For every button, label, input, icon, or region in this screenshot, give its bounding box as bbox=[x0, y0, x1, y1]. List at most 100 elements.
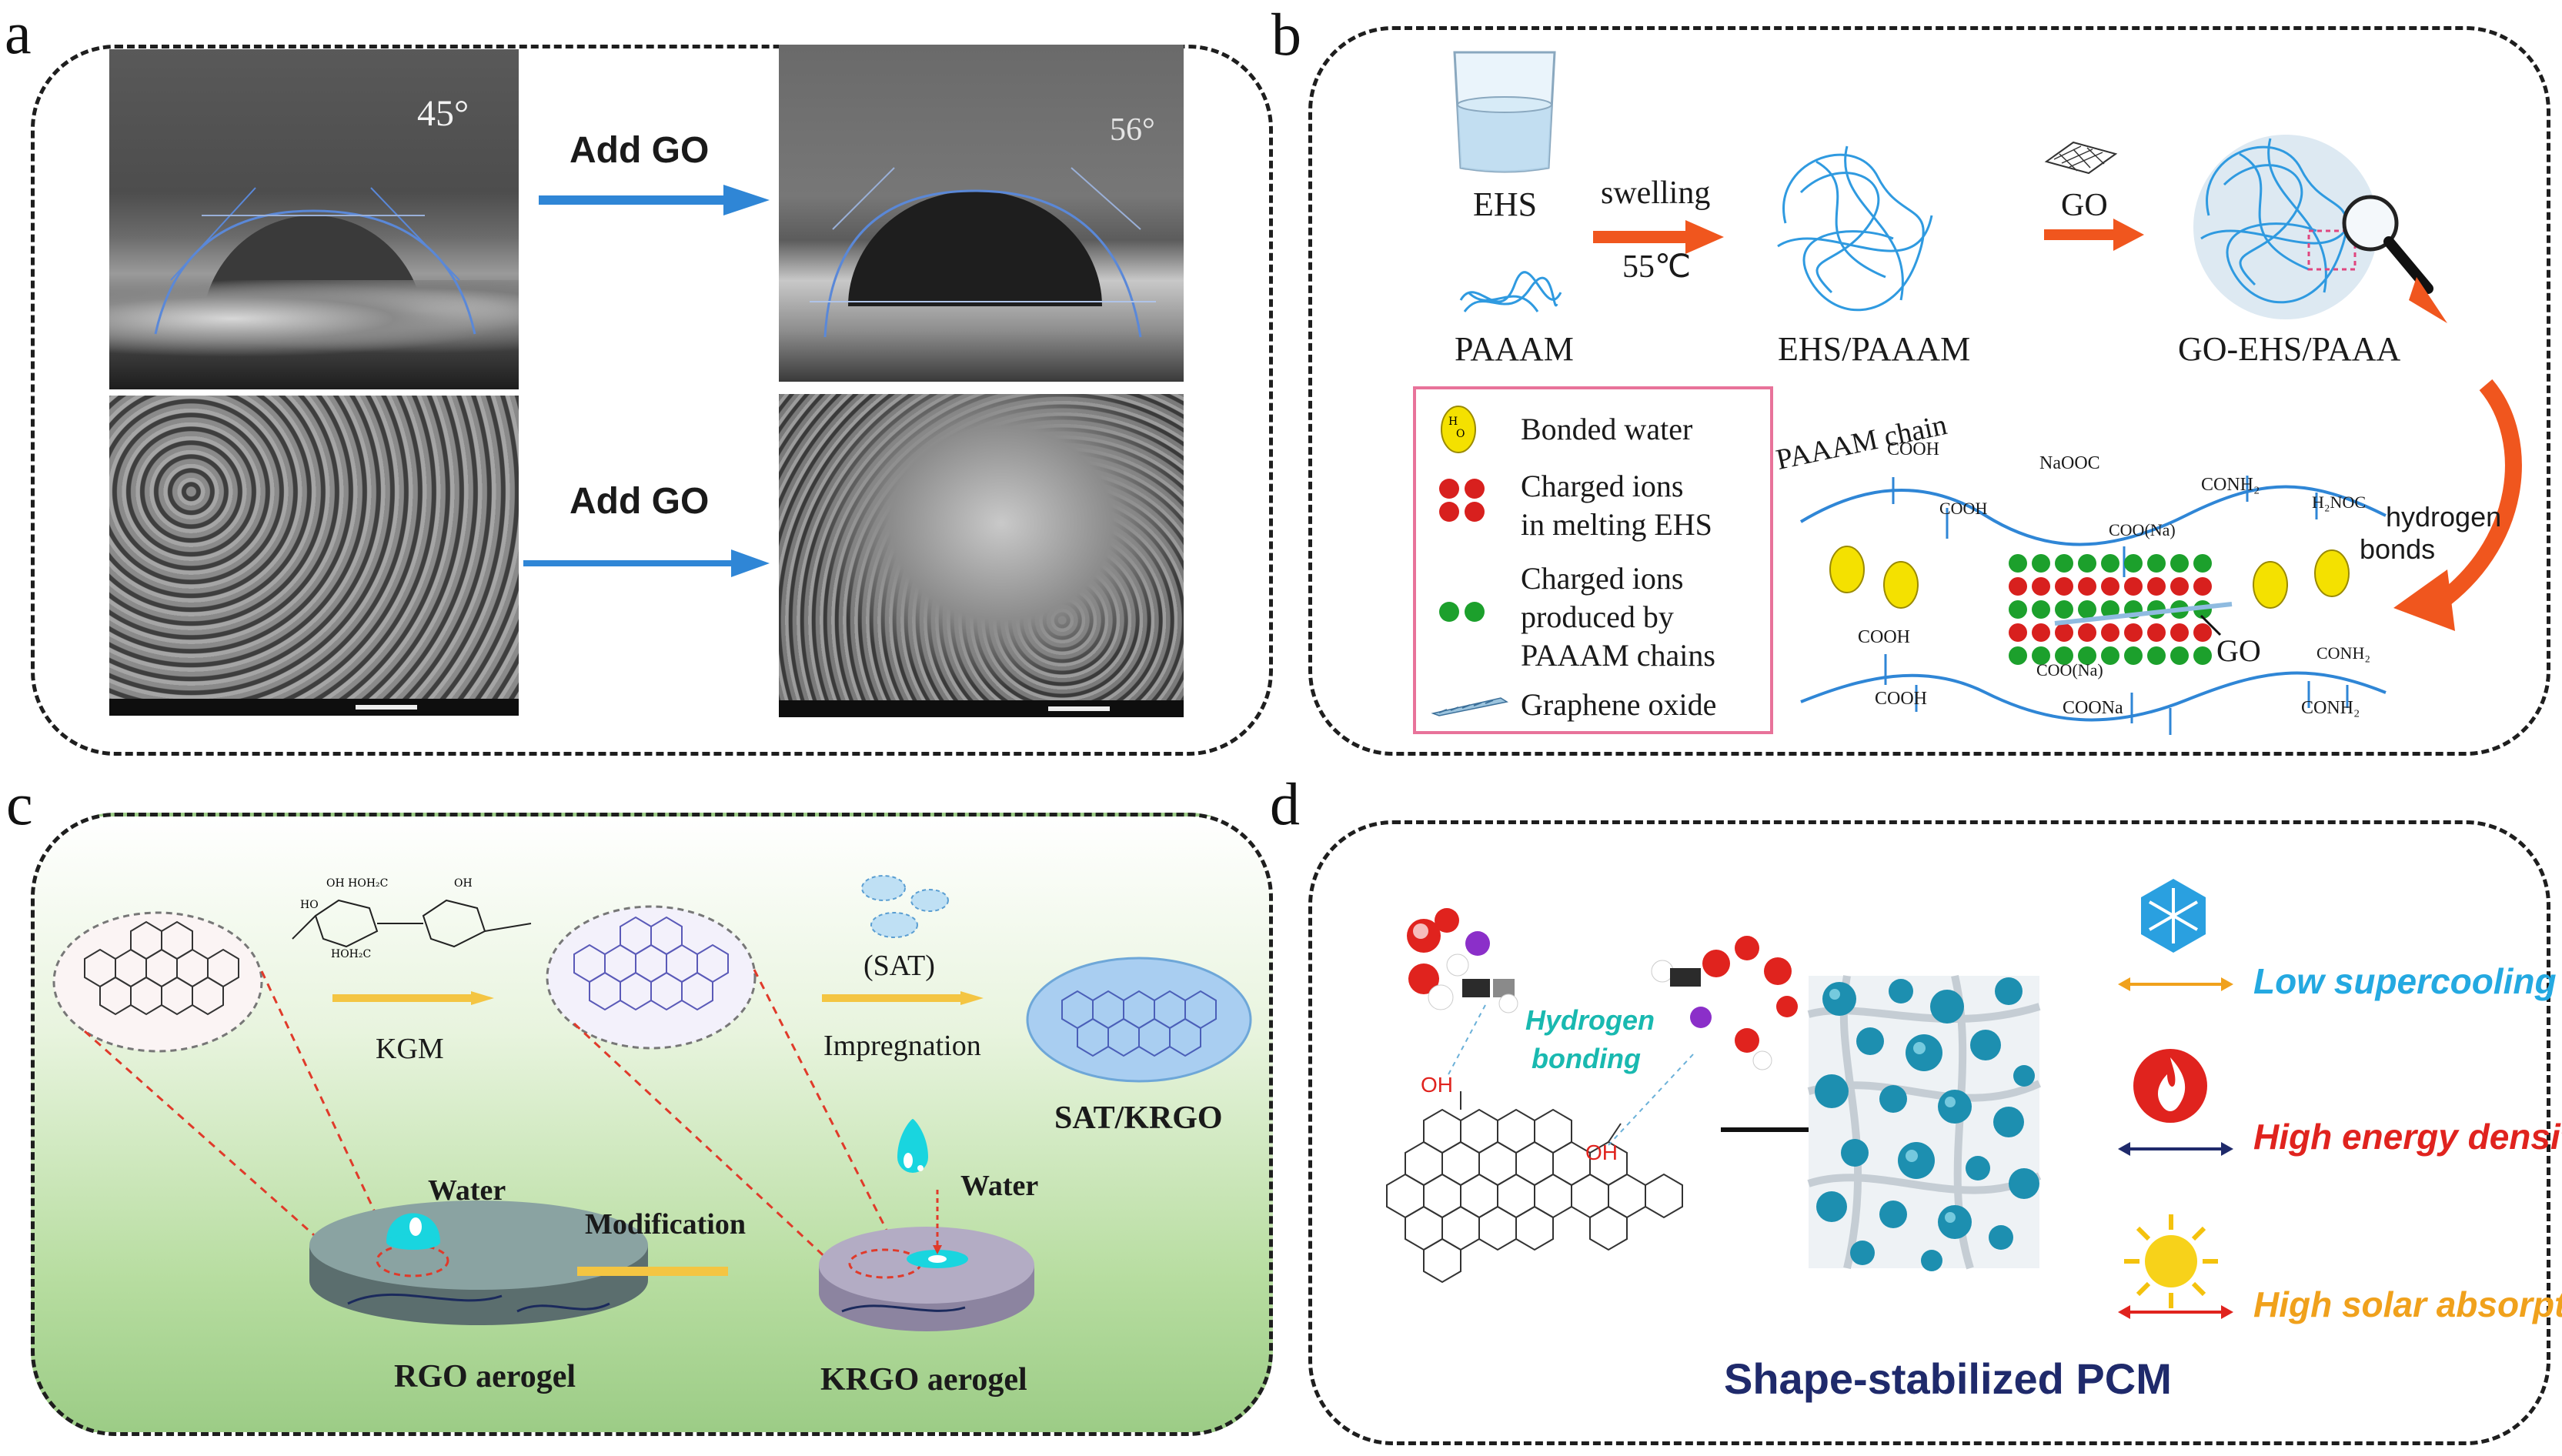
go-label-chain: GO bbox=[2216, 633, 2261, 668]
beaker-icon bbox=[1453, 51, 1556, 173]
high-solar-absorption-arrow bbox=[2118, 1305, 2233, 1319]
add-go-arrow-top bbox=[539, 185, 770, 215]
panel-letter-d: d bbox=[1270, 770, 1300, 837]
low-supercooling-label: Low supercooling bbox=[2253, 961, 2557, 1001]
rgo-hexagon-zoom bbox=[52, 911, 263, 1053]
salt-hydrate-molecule-1 bbox=[1407, 908, 1518, 1014]
panel-letter-a: a bbox=[5, 0, 32, 66]
flame-icon bbox=[2133, 1049, 2207, 1123]
cooh-label-1: COOH bbox=[1887, 439, 1940, 459]
graphene-oxide-icon bbox=[1431, 697, 1508, 716]
conh2-label-1: CONH₂ bbox=[2201, 475, 2260, 495]
hydrogen-bonding-label-1: Hydrogen bbox=[1525, 1004, 1655, 1036]
green-ions-icon bbox=[1439, 602, 1485, 622]
sem-image-before bbox=[109, 396, 519, 716]
cooh-label-4: COOH bbox=[1875, 689, 1928, 709]
swelling-arrow bbox=[1593, 220, 1724, 254]
svg-text:HO: HO bbox=[300, 899, 319, 911]
contact-angle-photo-after: 56° bbox=[779, 45, 1184, 382]
svg-text:O: O bbox=[1456, 428, 1465, 440]
panel-d-frame bbox=[1308, 820, 2550, 1445]
contact-angle-photo-before: 45° bbox=[109, 49, 519, 389]
legend-charged-ions-1b: in melting EHS bbox=[1521, 507, 1712, 542]
ehs-label: EHS bbox=[1473, 185, 1538, 223]
naooc-label: NaOOC bbox=[2039, 453, 2100, 473]
coona-label: COONa bbox=[2063, 698, 2123, 718]
svg-text:HOH₂C: HOH₂C bbox=[331, 948, 371, 960]
legend-charged-ions-2b: produced by bbox=[1521, 599, 1674, 634]
sat-droplets-icon bbox=[861, 875, 949, 938]
go-label-top: GO bbox=[2061, 188, 2108, 223]
panel-b-frame bbox=[1308, 26, 2550, 756]
modification-label: Modification bbox=[585, 1208, 746, 1241]
hydrogen-bonds-label-2: bonds bbox=[2360, 533, 2436, 565]
add-go-label-top: Add GO bbox=[570, 130, 710, 171]
svg-text:OH: OH bbox=[454, 877, 473, 890]
ehs-paaam-network-icon bbox=[1777, 145, 1933, 312]
panel-letter-b: b bbox=[1271, 1, 1301, 68]
shape-stabilized-pcm-title: Shape-stabilized PCM bbox=[1724, 1354, 2172, 1403]
oh-label-2: OH bbox=[1585, 1140, 1618, 1164]
conh2-label-2: CONH₂ bbox=[2316, 643, 2371, 663]
svg-text:H: H bbox=[1448, 416, 1458, 428]
rgo-aerogel-disc bbox=[309, 1201, 648, 1325]
paaam-label: PAAAM bbox=[1455, 330, 1574, 368]
graphene-oxide-structure bbox=[1386, 1091, 1683, 1284]
coo-na-label-1: COO(Na) bbox=[2109, 520, 2176, 539]
red-ions-icon bbox=[1439, 479, 1485, 522]
sat-label: (SAT) bbox=[863, 950, 935, 982]
panel-a-frame bbox=[31, 45, 1273, 756]
go-ehs-paaa-label: GO-EHS/PAAA bbox=[2178, 330, 2401, 368]
modification-bar bbox=[577, 1267, 728, 1276]
legend-charged-ions-2a: Charged ions bbox=[1521, 561, 1684, 596]
ehs-paaam-label: EHS/PAAAM bbox=[1778, 330, 1971, 368]
rgo-aerogel-label: RGO aerogel bbox=[394, 1359, 576, 1394]
impregnation-label: Impregnation bbox=[823, 1030, 981, 1062]
cooh-label-3: COOH bbox=[1858, 627, 1911, 647]
h2noc-label: H₂NOC bbox=[2312, 493, 2367, 512]
kgm-arrow-bar bbox=[332, 991, 494, 1005]
conh2-label-3: CONH₂ bbox=[2301, 698, 2360, 718]
hydrogen-bonding-label-2: bonding bbox=[1532, 1043, 1641, 1074]
hydrogen-bonds-label-1: hydrogen bbox=[2386, 501, 2502, 533]
pcm-composite-block bbox=[1807, 974, 2042, 1271]
legend-charged-ions-2c: PAAAM chains bbox=[1521, 638, 1715, 673]
high-energy-density-arrow bbox=[2118, 1142, 2233, 1156]
impregnation-arrow-bar bbox=[822, 991, 984, 1005]
sem-image-after bbox=[779, 394, 1184, 717]
krgo-aerogel-disc bbox=[819, 1119, 1034, 1331]
kgm-label: KGM bbox=[376, 1033, 444, 1065]
legend-graphene-oxide: Graphene oxide bbox=[1521, 687, 1717, 722]
curved-arrow bbox=[2393, 379, 2522, 631]
water-label-2: Water bbox=[960, 1170, 1039, 1202]
water-label-1: Water bbox=[428, 1174, 506, 1207]
salt-hydrate-molecule-2 bbox=[1651, 936, 1798, 1070]
swelling-label: swelling bbox=[1601, 175, 1711, 211]
krgo-hexagon-zoom bbox=[546, 905, 757, 1050]
panel-letter-c: c bbox=[6, 770, 33, 837]
cooh-label-2: COOH bbox=[1939, 499, 1988, 518]
sat-krgo-hexagon bbox=[1026, 957, 1252, 1083]
high-energy-density-label: High energy density bbox=[2253, 1117, 2562, 1157]
kgm-molecule-icon: OH HOH₂C OH HO HOH₂C bbox=[292, 877, 532, 960]
sun-icon bbox=[2124, 1214, 2218, 1308]
legend-bonded-water: Bonded water bbox=[1521, 412, 1693, 446]
paaam-coil-icon bbox=[1459, 271, 1562, 312]
contact-angle-after-label: 56° bbox=[1110, 112, 1155, 148]
legend-charged-ions-1a: Charged ions bbox=[1521, 469, 1684, 503]
coo-na-label-2: COO(Na) bbox=[2036, 660, 2103, 680]
krgo-aerogel-label: KRGO aerogel bbox=[820, 1362, 1027, 1398]
go-flake-icon bbox=[2044, 141, 2118, 175]
high-solar-absorption-label: High solar absorption bbox=[2253, 1284, 2562, 1324]
paaam-chains-schematic bbox=[1799, 476, 2387, 735]
go-ehs-paaa-network-icon bbox=[2193, 135, 2447, 323]
temperature-label: 55℃ bbox=[1622, 249, 1692, 285]
contact-angle-before-label: 45° bbox=[417, 93, 469, 134]
legend-box bbox=[1413, 386, 1773, 734]
oh-label-1: OH bbox=[1421, 1073, 1453, 1097]
go-arrow bbox=[2044, 219, 2144, 251]
low-supercooling-arrow bbox=[2118, 977, 2233, 991]
snowflake-icon bbox=[2141, 879, 2206, 953]
add-go-arrow-bottom bbox=[523, 549, 770, 577]
